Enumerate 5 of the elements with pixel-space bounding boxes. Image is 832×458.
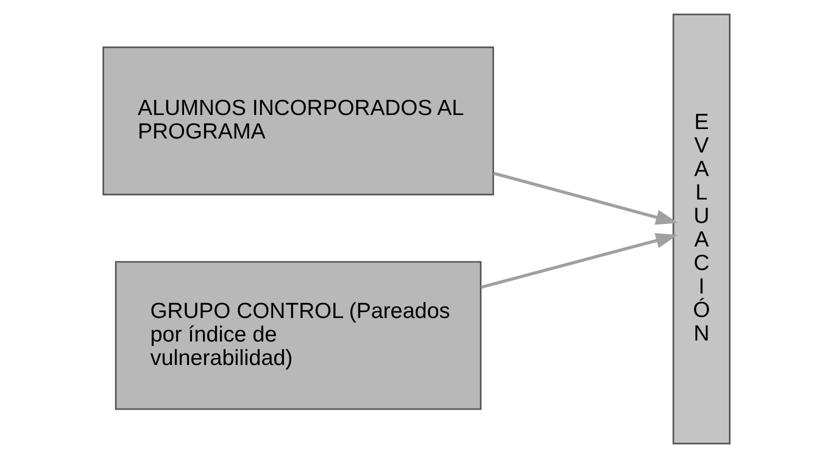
node-box: GRUPO CONTROL (Pareados por índice de vulnerabilidad) (114, 261, 481, 410)
arrow (492, 172, 678, 225)
node-box: EVALUACIÓN (672, 14, 730, 444)
node-box: ALUMNOS INCORPORADOS AL PROGRAMA (102, 46, 494, 196)
arrow (480, 233, 678, 289)
